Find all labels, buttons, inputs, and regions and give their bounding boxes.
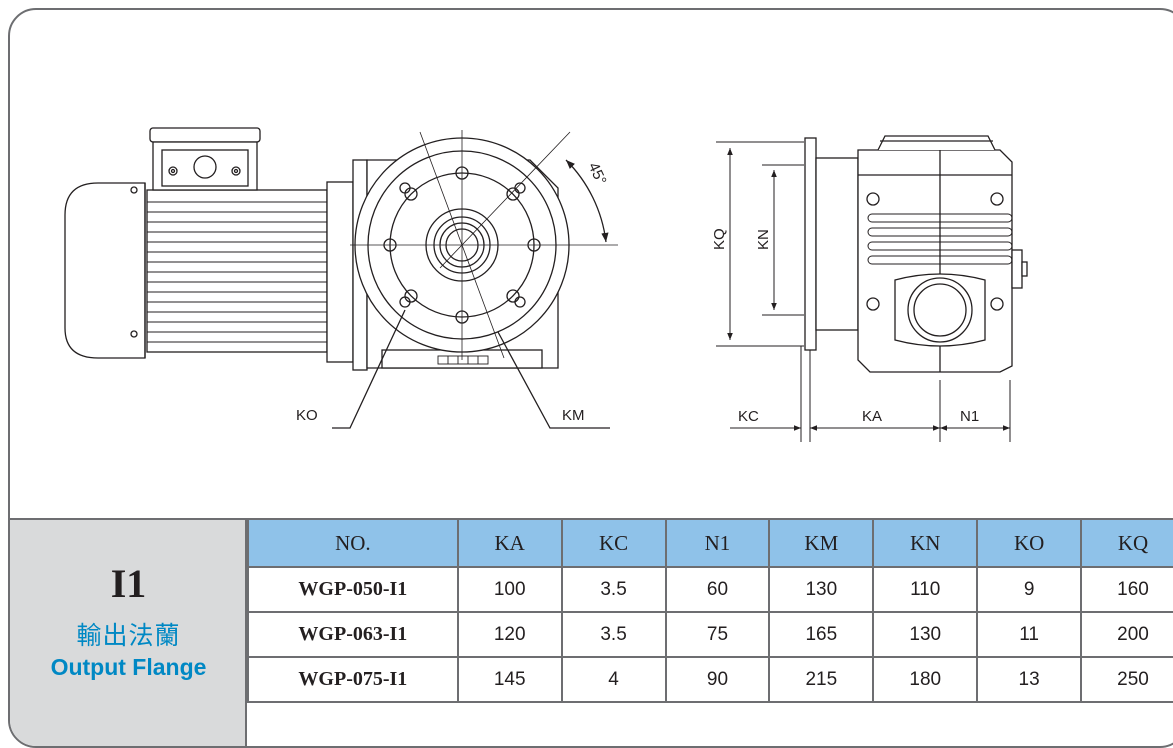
cell-model: WGP-063-I1	[247, 611, 459, 658]
gearbox-side	[804, 135, 1028, 373]
cell-kn: 180	[872, 656, 979, 703]
cell-ko: 9	[976, 566, 1083, 613]
cell-model: WGP-050-I1	[247, 566, 459, 613]
model-code: I1	[110, 561, 147, 606]
label-km: KM	[562, 407, 585, 424]
technical-drawing: KO KM 45° KQ KN KC KA N1	[64, 127, 1028, 442]
cell-kn: 130	[872, 611, 979, 658]
output-flange-panel: I1 輸出法蘭 Output Flange	[10, 518, 247, 746]
header-kn: KN	[872, 518, 979, 568]
label-kq: KQ	[711, 228, 728, 250]
header-no: NO.	[247, 518, 459, 568]
cell-ka: 145	[456, 656, 563, 703]
header-ko: KO	[976, 518, 1083, 568]
cell-ka: 120	[456, 611, 563, 658]
label-ko: KO	[296, 407, 318, 424]
label-kc: KC	[738, 408, 759, 425]
title-chinese: 輸出法蘭	[76, 622, 181, 650]
cell-ko: 13	[976, 656, 1083, 703]
cell-model: WGP-075-I1	[247, 656, 459, 703]
cell-kc: 3.5	[560, 566, 667, 613]
label-angle: 45°	[585, 160, 610, 188]
cell-kq: 250	[1080, 656, 1173, 703]
cell-n1: 75	[664, 611, 771, 658]
motor-body	[64, 127, 368, 371]
table-row: WGP-075-I1 145 4 90 215 180 13 250	[247, 656, 1173, 703]
cell-km: 215	[768, 656, 875, 703]
title-english: Output Flange	[50, 654, 207, 680]
cell-kq: 160	[1080, 566, 1173, 613]
header-kq: KQ	[1080, 518, 1173, 568]
cell-kn: 110	[872, 566, 979, 613]
header-ka: KA	[456, 518, 563, 568]
cell-ka: 100	[456, 566, 563, 613]
header-n1: N1	[664, 518, 771, 568]
cell-n1: 90	[664, 656, 771, 703]
table-row: WGP-063-I1 120 3.5 75 165 130 11 200	[247, 611, 1173, 658]
dimension-table: NO. KA KC N1 KM KN KO KQ WGP-050-I1 100 …	[247, 518, 1173, 703]
header-kc: KC	[560, 518, 667, 568]
cell-n1: 60	[664, 566, 771, 613]
label-n1: N1	[960, 408, 979, 425]
cell-kq: 200	[1080, 611, 1173, 658]
cell-kc: 4	[560, 656, 667, 703]
table-row: WGP-050-I1 100 3.5 60 130 110 9 160	[247, 566, 1173, 613]
cell-kc: 3.5	[560, 611, 667, 658]
cell-km: 130	[768, 566, 875, 613]
header-km: KM	[768, 518, 875, 568]
spec-sheet-frame: KO KM 45° KQ KN KC KA N1 I1 輸出法蘭 Output …	[8, 8, 1173, 748]
table-header-row: NO. KA KC N1 KM KN KO KQ	[247, 518, 1173, 568]
cell-ko: 11	[976, 611, 1083, 658]
cell-km: 165	[768, 611, 875, 658]
label-kn: KN	[755, 229, 772, 250]
label-ka: KA	[862, 408, 882, 425]
